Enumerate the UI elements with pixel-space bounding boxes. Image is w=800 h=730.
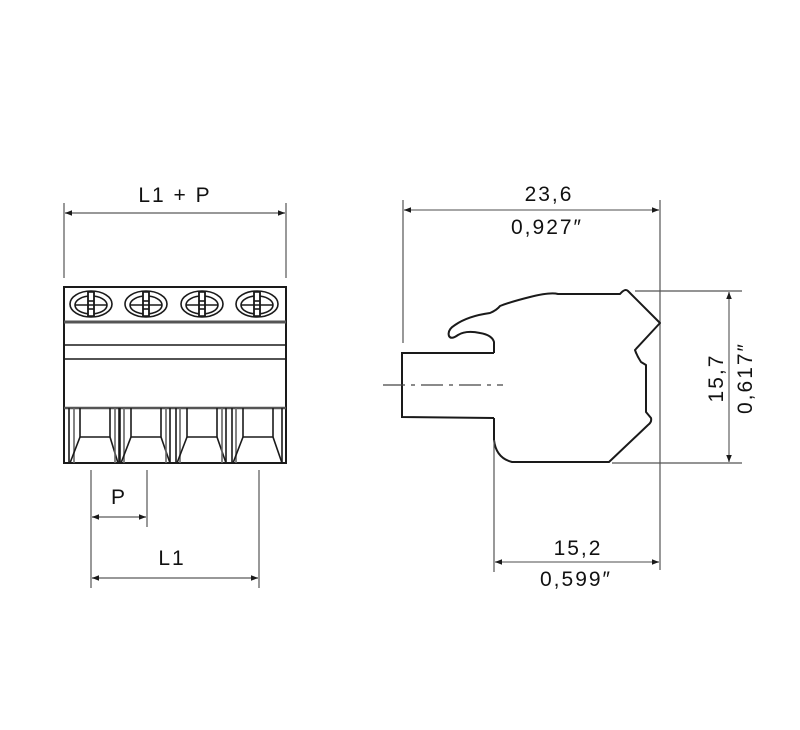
dimension-overall-depth: 23,6 0,927″ — [402, 183, 661, 570]
plug-pin — [383, 352, 503, 419]
wire-entry-icon — [231, 408, 283, 464]
screw-row — [69, 290, 279, 318]
side-body-outline — [447, 289, 661, 463]
label-0-927-in: 0,927″ — [511, 216, 583, 239]
label-p: P — [111, 486, 127, 509]
label-l1: L1 — [158, 547, 185, 570]
wire-entry-icon — [175, 408, 227, 464]
label-l1-plus-p: L1 + P — [138, 184, 211, 207]
dimension-body-depth: 15,2 0,599″ — [495, 537, 659, 591]
dimension-height: 15,7 0,617″ — [705, 292, 757, 462]
screw-icon — [180, 290, 224, 318]
wire-entry-row — [68, 408, 283, 464]
label-15-7-mm: 15,7 — [705, 354, 728, 403]
screw-icon — [235, 290, 279, 318]
dimension-l1-plus-p: L1 + P — [63, 184, 287, 278]
front-view: L1 + P — [63, 184, 287, 588]
screw-icon — [124, 290, 168, 318]
wire-entry-icon — [119, 408, 171, 464]
label-23-6-mm: 23,6 — [525, 183, 574, 206]
label-0-599-in: 0,599″ — [540, 568, 612, 591]
label-0-617-in: 0,617″ — [734, 342, 757, 414]
side-view: 23,6 0,927″ 15,7 0,617″ 15,2 0,599″ — [383, 183, 757, 591]
label-15-2-mm: 15,2 — [554, 537, 603, 560]
dimension-l1: L1 — [92, 470, 260, 588]
dimension-p: P — [90, 470, 148, 588]
wire-entry-icon — [68, 408, 120, 464]
connector-body — [63, 286, 287, 464]
screw-icon — [69, 290, 113, 318]
